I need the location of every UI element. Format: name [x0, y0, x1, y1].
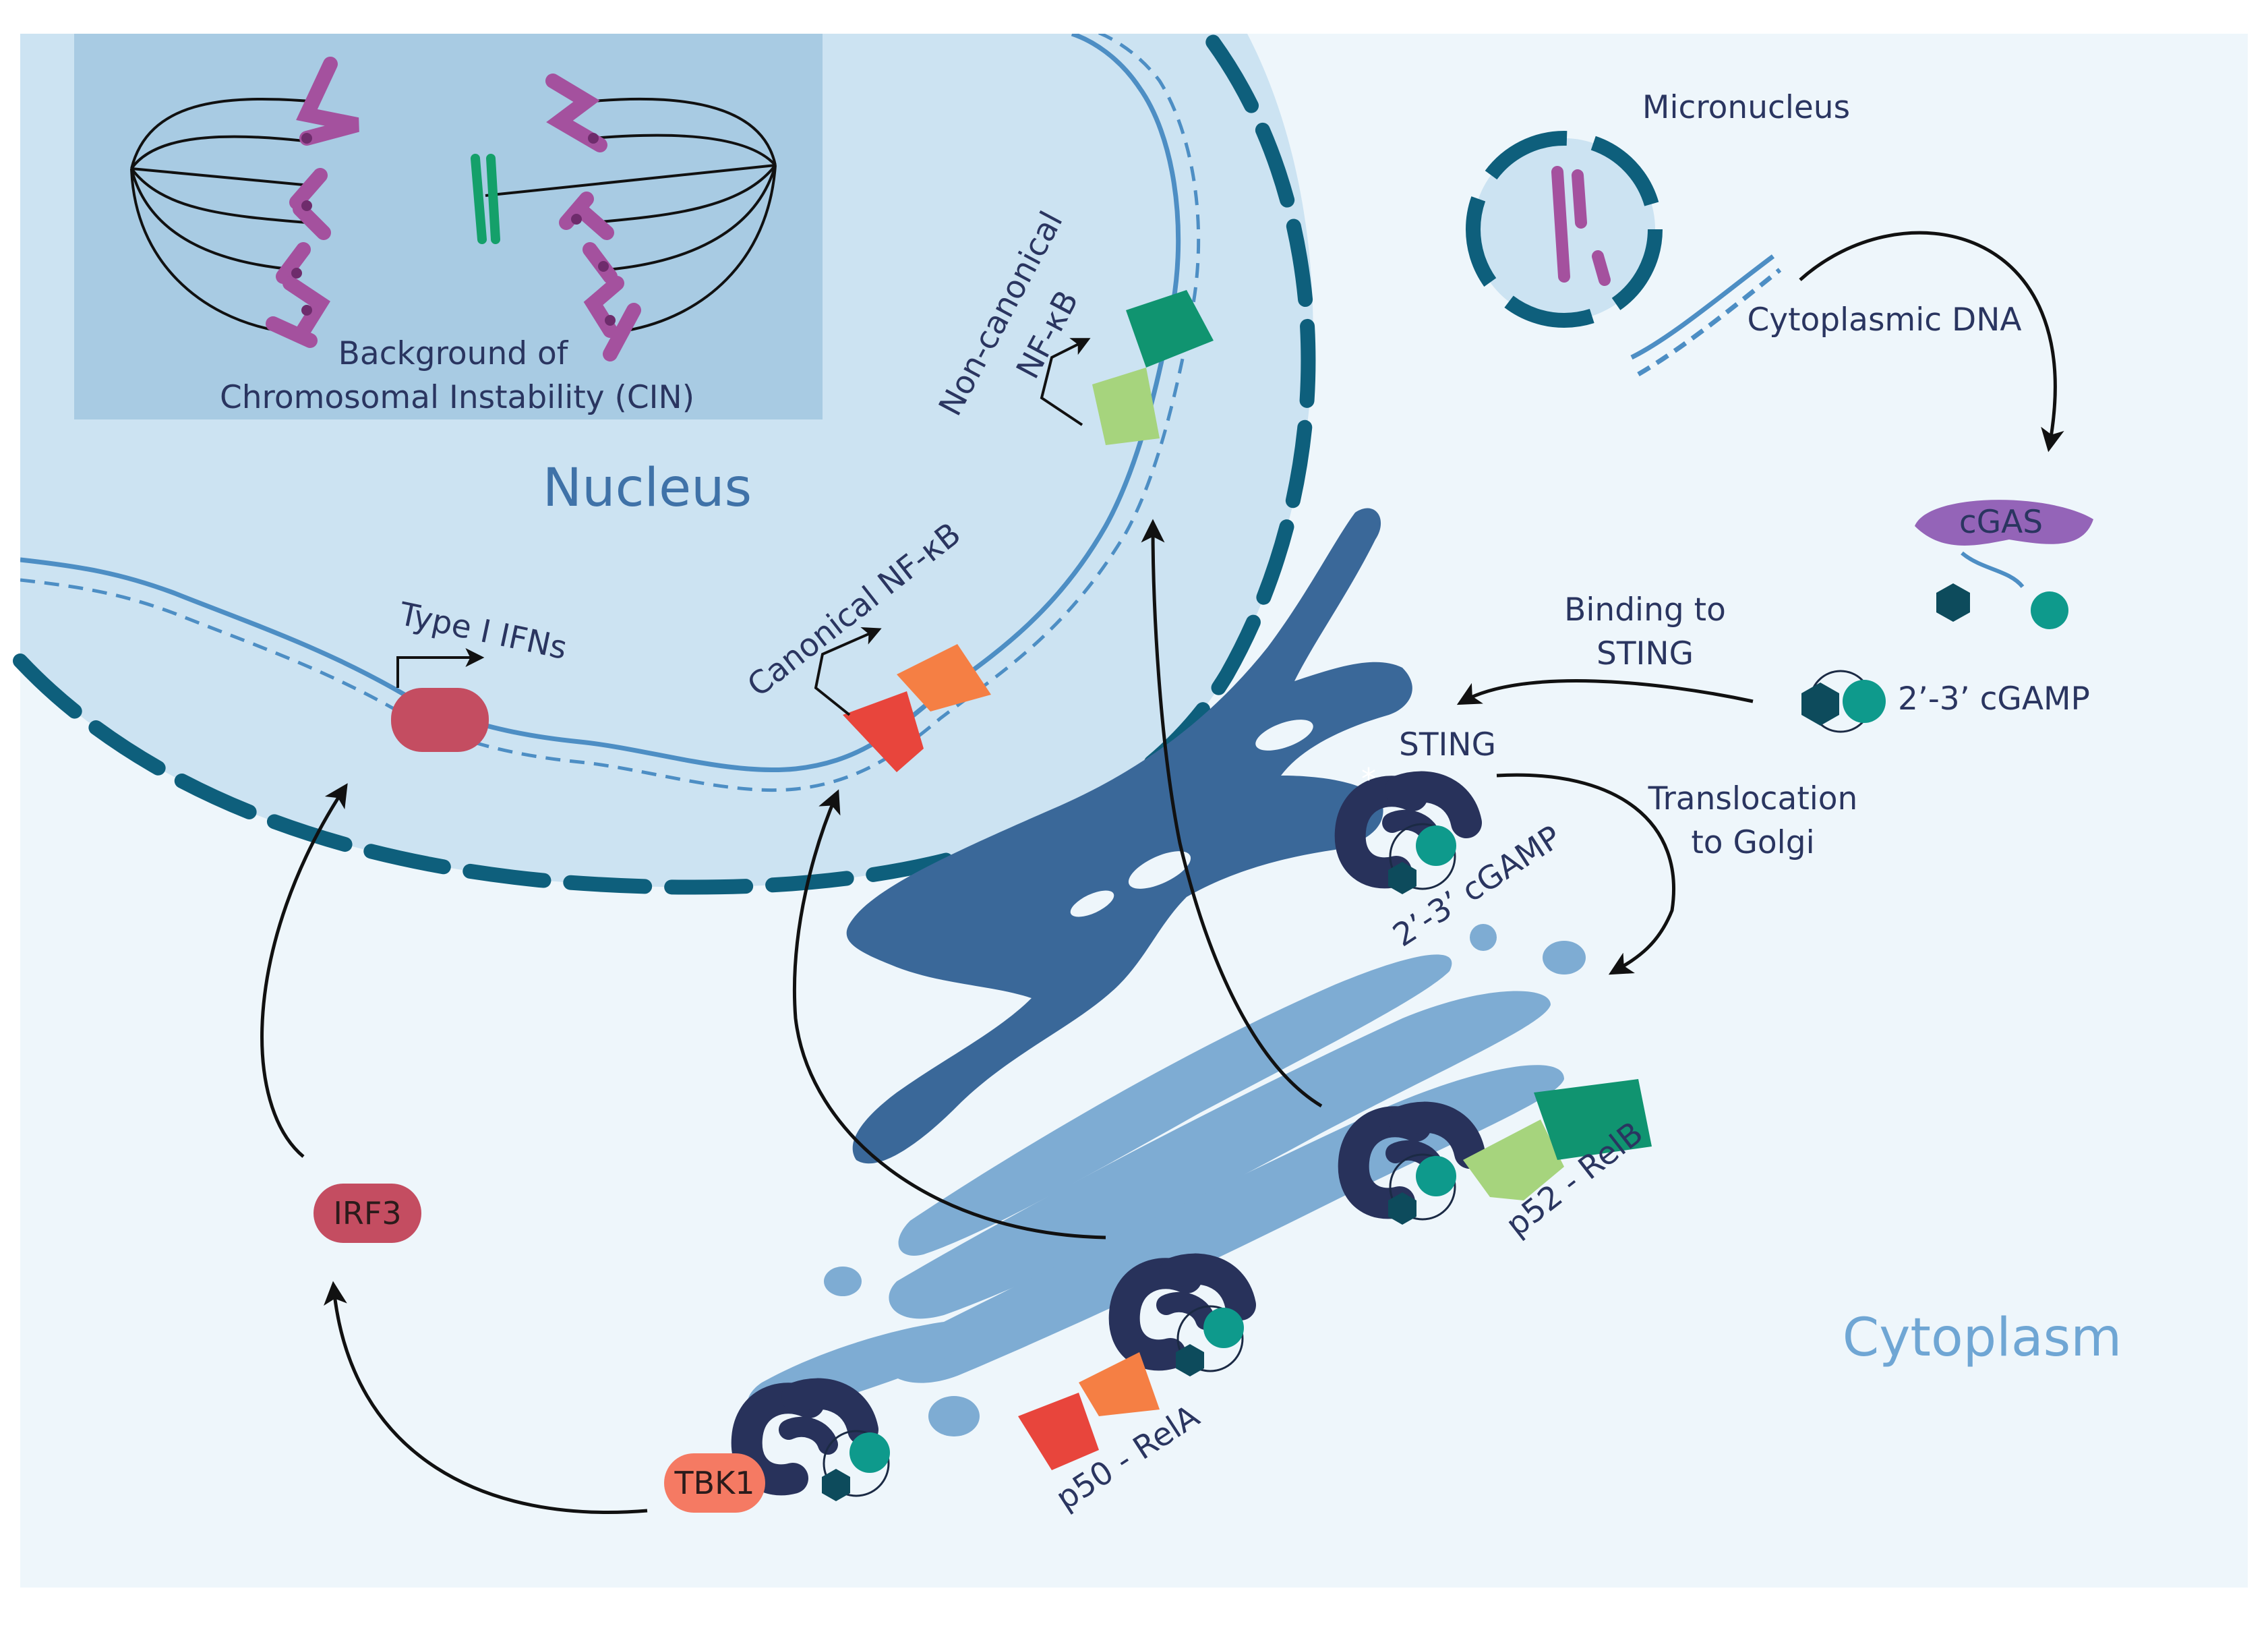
micronucleus-label: Micronucleus [1642, 89, 1850, 126]
arrow-tbk1-to-irf3 [324, 1281, 648, 1514]
sting-asterisk: * [1361, 762, 1376, 796]
p50-rela-dimer [1018, 1352, 1160, 1470]
arrow-irf3-to-ifn [260, 783, 348, 1158]
cin-label-line1: Background of [338, 335, 569, 372]
p52-relb-dimer [1463, 1079, 1652, 1200]
noncanonical-promoter-arrow [1040, 338, 1091, 426]
arrow-translocation [1496, 773, 1675, 975]
tbk1-label: TBK1 [674, 1465, 754, 1501]
ifn-gene-box [391, 688, 489, 752]
cin-label-line2: Chromosomal Instability (CIN) [220, 379, 694, 416]
cytoplasm-label: Cytoplasm [1843, 1308, 2122, 1368]
cgas-label: cGAS [1959, 504, 2043, 541]
tbk1-pill [664, 1453, 765, 1513]
sting-label: STING [1399, 726, 1496, 763]
arrow-cgamp-to-sting [1456, 679, 1754, 705]
canonical-promoter-arrow [814, 627, 882, 716]
arrow-p50-to-canonical [792, 789, 1106, 1240]
cytoplasmic-dna-label: Cytoplasmic DNA [1747, 301, 2021, 339]
endoplasmic-reticulum [846, 508, 1412, 1164]
cytoplasmic-dna [1630, 254, 1782, 377]
chromosome-centromeres [291, 133, 616, 326]
irf3-label: IRF3 [333, 1195, 401, 1231]
cgas-enzyme [1915, 500, 2093, 629]
ifn-promoter-arrow [396, 648, 485, 688]
binding-label-line1: Binding to [1564, 591, 1726, 629]
translocation-label-line2: to Golgi [1691, 824, 1814, 861]
micronucleus-envelope [1466, 131, 1663, 328]
mitotic-spindle [130, 97, 777, 332]
nucleus-label: Nucleus [543, 458, 752, 519]
green-lagging-chromosome [471, 154, 500, 244]
micronucleus-chromosome [1551, 166, 1611, 286]
canonical-nfkb-dimer [843, 644, 991, 772]
arrow-p52-to-noncanonical [1141, 519, 1323, 1108]
cgamp-free [1801, 670, 1886, 733]
arrow-dna-to-cgas [1799, 231, 2064, 453]
binding-label-line2: STING [1596, 635, 1694, 672]
cin-panel [74, 34, 823, 419]
nuclear-dna [20, 34, 1201, 792]
noncanonical-nfkb-dimer [1092, 290, 1214, 445]
cgamp-free-label: 2’-3’ cGAMP [1898, 680, 2090, 718]
purple-chromosomes [266, 57, 641, 361]
irf3-pill [314, 1184, 421, 1243]
translocation-label-line1: Translocation [1648, 780, 1858, 817]
